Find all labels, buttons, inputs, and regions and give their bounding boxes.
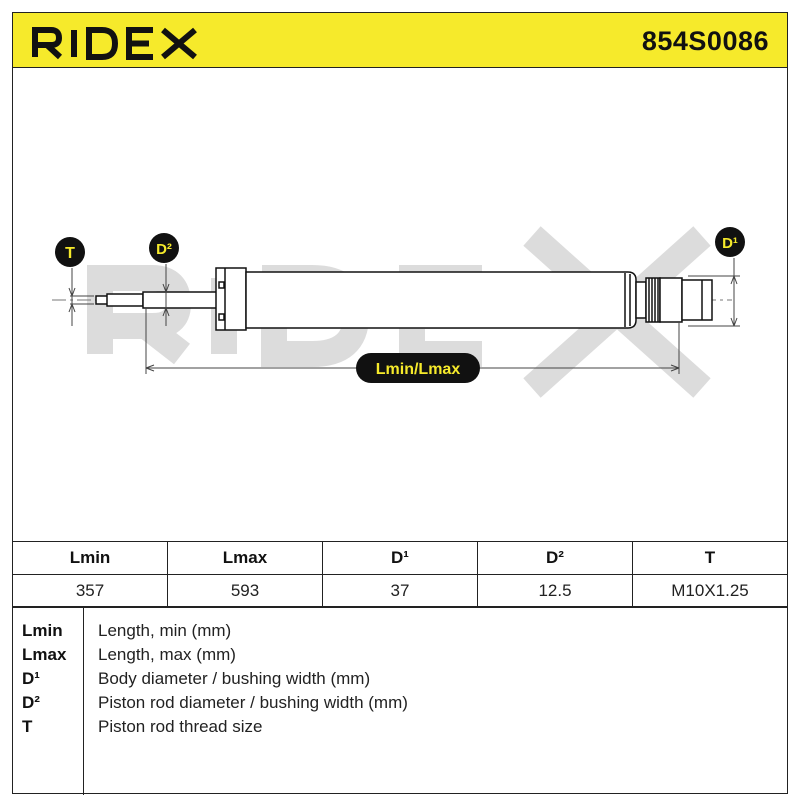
spec-value-row: 357 593 37 12.5 M10X1.25 <box>12 574 788 608</box>
part-number: 854S0086 <box>641 26 769 56</box>
header-d1: D¹ <box>322 541 478 575</box>
d1-dimension <box>688 258 740 327</box>
t-marker <box>55 237 85 267</box>
legend-desc: Piston rod thread size <box>98 717 263 736</box>
legend: Lmin Length, min (mm) Lmax Length, max (… <box>12 606 788 795</box>
legend-item: T Piston rod thread size <box>12 715 788 739</box>
legend-key: T <box>22 717 33 736</box>
d2-label: D² <box>156 241 172 258</box>
length-label: Lmin/Lmax <box>376 361 461 378</box>
header-lmax: Lmax <box>167 541 323 575</box>
spec-table: Lmin Lmax D¹ D² T 357 593 37 12.5 M10X1.… <box>12 541 788 608</box>
bushing-eye <box>635 277 713 323</box>
legend-item: Lmin Length, min (mm) <box>12 619 788 643</box>
legend-desc: Piston rod diameter / bushing width (mm) <box>98 693 408 712</box>
legend-divider <box>83 607 84 795</box>
piston-rod <box>95 291 220 309</box>
t-dimension <box>68 268 94 326</box>
d2-marker <box>149 233 179 263</box>
legend-desc: Length, max (mm) <box>98 645 236 664</box>
legend-desc: Body diameter / bushing width (mm) <box>98 669 371 688</box>
d1-label: D¹ <box>722 235 738 252</box>
value-lmax: 593 <box>167 574 323 608</box>
t-label: T <box>65 245 75 262</box>
shock-absorber-diagram: T D² D¹ Lmin/Lmax <box>52 226 745 398</box>
legend-item: D² Piston rod diameter / bushing width (… <box>12 691 788 715</box>
header-d2: D² <box>477 541 633 575</box>
legend-key: D¹ <box>22 669 40 688</box>
ridex-logo <box>32 27 197 60</box>
header-bar: 854S0086 <box>12 12 788 68</box>
value-lmin: 357 <box>12 574 168 608</box>
value-d2: 12.5 <box>477 574 633 608</box>
length-marker <box>356 353 480 383</box>
header-lmin: Lmin <box>12 541 168 575</box>
legend-item: Lmax Length, max (mm) <box>12 643 788 667</box>
spec-header-row: Lmin Lmax D¹ D² T <box>12 541 788 575</box>
header-t: T <box>632 541 788 575</box>
d1-marker <box>715 227 745 257</box>
value-t: M10X1.25 <box>632 574 788 608</box>
d2-dimension <box>162 264 170 326</box>
legend-desc: Length, min (mm) <box>98 621 232 640</box>
legend-key: D² <box>22 693 40 712</box>
damper-body <box>215 267 637 331</box>
value-d1: 37 <box>322 574 478 608</box>
legend-item: D¹ Body diameter / bushing width (mm) <box>12 667 788 691</box>
legend-key: Lmax <box>22 645 67 664</box>
legend-key: Lmin <box>22 621 63 640</box>
